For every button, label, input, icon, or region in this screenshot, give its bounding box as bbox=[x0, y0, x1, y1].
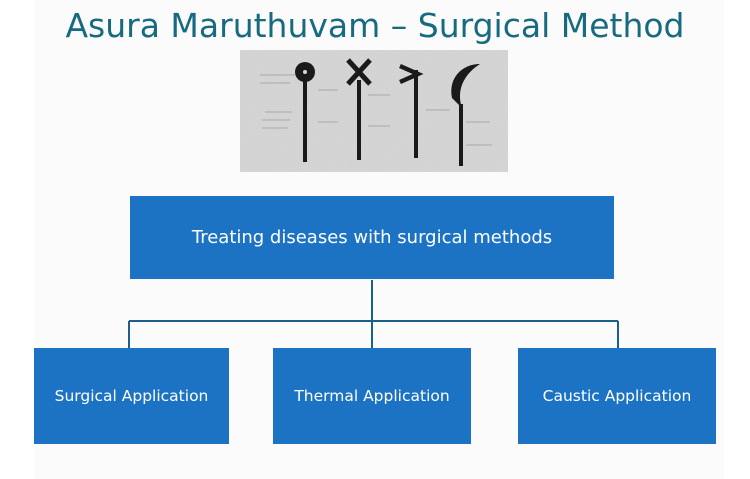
surgical-instruments-image bbox=[240, 50, 508, 172]
slide-title: Asura Maruthuvam – Surgical Method bbox=[65, 6, 685, 45]
child-node-thermal: Thermal Application bbox=[273, 348, 471, 444]
root-node-label: Treating diseases with surgical methods bbox=[191, 227, 553, 248]
root-node: Treating diseases with surgical methods bbox=[130, 196, 614, 279]
child-node-label: Surgical Application bbox=[54, 387, 209, 405]
child-node-label: Thermal Application bbox=[294, 387, 450, 405]
child-node-label: Caustic Application bbox=[542, 387, 692, 405]
child-node-caustic: Caustic Application bbox=[518, 348, 716, 444]
child-node-surgical: Surgical Application bbox=[34, 348, 229, 444]
